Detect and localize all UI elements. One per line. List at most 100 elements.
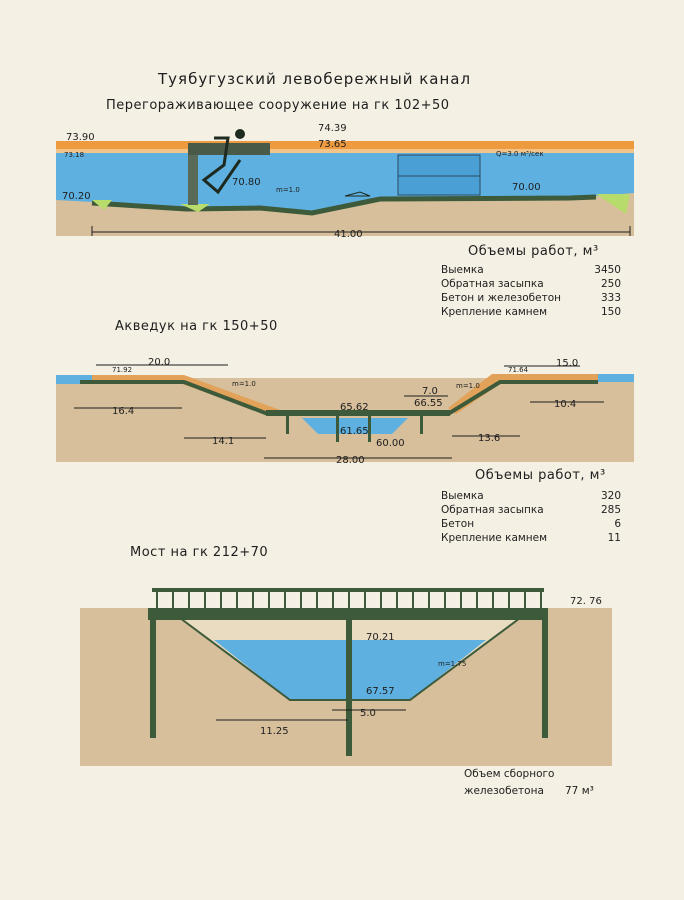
s1-top-band-thin [56,149,634,153]
s1-vol-name: Выемка [441,264,484,276]
s2-label-200: 20.0 [148,357,170,368]
railing-post [284,592,286,608]
s2-volumes-heading: Объемы работ, м³ [475,468,606,483]
s2-label-70: 7.0 [422,386,438,397]
s1-label-7439: 74.39 [318,123,347,134]
s3-volume-line2: железобетона [464,785,544,797]
railing-post [412,592,414,608]
s3-pile-right [542,620,548,738]
s1-label-flow: Q=3.0 м³/сек [496,150,544,158]
s2-water-channel [302,418,408,434]
s2-label-m1b: m=1.0 [456,382,480,390]
s3-volume-line1: Объем сборного [464,768,555,780]
s1-grass-left [92,200,112,210]
s3-pile-mid [346,620,352,756]
section3-diagram: 72. 76 70.21 67.57 m=1.75 11.25 5.0 [80,588,612,766]
s2-vol-value: 320 [600,490,621,502]
section2-diagram: 71.92 20.0 16.4 14.1 m=1.0 65.62 61.65 6… [56,357,634,466]
s2-label-150: 15.0 [556,358,578,369]
s1-gate-frame [201,136,242,195]
s2-vol-row: Бетон 6 [441,518,621,532]
railing-post [220,592,222,608]
s1-vol-name: Бетон и железобетон [441,292,562,304]
s2-label-2800: 28.00 [336,455,365,466]
railing-post [316,592,318,608]
s1-volumes-table: Выемка 3450 Обратная засыпка 250 Бетон и… [441,264,621,320]
s1-vol-value: 250 [600,278,621,290]
s1-vol-row: Крепление камнем 150 [441,306,621,320]
s2-label-141: 14.1 [212,436,234,447]
s1-bottom-lining [91,194,597,216]
s1-grass-mid [180,204,210,212]
s1-gate-block [397,154,481,196]
railing-post [508,592,510,608]
s1-label-m1: m=1.0 [276,186,300,194]
s2-vol-name: Выемка [441,490,484,502]
railing-post [204,592,206,608]
s2-pile [368,416,371,442]
s1-gate-wheel [235,129,245,139]
s1-label-len: 41.00 [334,229,363,240]
railing-post [540,592,542,608]
s1-vol-row: Выемка 3450 [441,264,621,278]
s1-gate-house [188,143,270,155]
railing-post [476,592,478,608]
railing-post [172,592,174,608]
section1-diagram: 73.90 73.18 74.39 73.65 70.80 70.20 70.0… [56,123,634,240]
s3-label-50: 5.0 [360,708,376,719]
s2-label-7192: 71.92 [112,366,132,374]
s3-pile-left [150,620,156,738]
s3-railing-posts [156,592,542,608]
railing-post [444,592,446,608]
s1-grass-right [596,194,630,214]
railing-post [460,592,462,608]
s2-label-6562: 65.62 [340,402,369,413]
railing-post [332,592,334,608]
s3-volume-value: 77 м³ [565,785,594,797]
railing-post [268,592,270,608]
s2-label-6000: 60.00 [376,438,405,449]
railing-post [364,592,366,608]
railing-post [492,592,494,608]
s2-label-164: 16.4 [112,406,134,417]
s1-label-7318: 73.18 [64,151,84,159]
railing-post [348,592,350,608]
railing-post [156,592,158,608]
s2-label-6165: 61.65 [340,426,369,437]
s1-vol-row: Бетон и железобетон 333 [441,292,621,306]
s1-vol-value: 150 [600,306,621,318]
railing-post [300,592,302,608]
s2-label-7164: 71.64 [508,366,529,374]
s2-volumes-table: Выемка 320 Обратная засыпка 285 Бетон 6 … [441,490,621,546]
s3-label-6757: 67.57 [366,686,395,697]
s1-label-7390: 73.90 [66,132,95,143]
s1-vol-value: 3450 [594,264,621,276]
s2-pile [420,416,423,434]
s1-boat [344,191,371,197]
s2-vol-value: 6 [614,518,621,530]
page-title: Туябугузский левобережный канал [158,70,472,88]
railing-post [524,592,526,608]
s1-top-band [56,141,634,149]
s2-label-6655: 66.55 [414,398,443,409]
s3-label-7021: 70.21 [366,632,395,643]
s1-vol-name: Обратная засыпка [441,278,544,290]
railing-post [380,592,382,608]
railing-post [396,592,398,608]
railing-post [252,592,254,608]
s2-vol-value: 285 [600,504,621,516]
s2-vol-row: Выемка 320 [441,490,621,504]
s3-railing-top [152,588,544,592]
s1-label-7365: 73.65 [318,139,347,150]
s2-label-m1a: m=1.0 [232,380,256,388]
s1-label-7000: 70.00 [512,182,541,193]
s1-vol-row: Обратная засыпка 250 [441,278,621,292]
section1-title: Перегораживающее сооружение на гк 102+50 [106,98,450,113]
section2-title: Акведук на гк 150+50 [115,319,278,334]
s3-label-1125: 11.25 [260,726,289,737]
s2-deck [266,410,450,416]
railing-post [188,592,190,608]
s2-vol-row: Крепление камнем 11 [441,532,621,546]
railing-post [236,592,238,608]
s2-label-104: 10.4 [554,399,576,410]
